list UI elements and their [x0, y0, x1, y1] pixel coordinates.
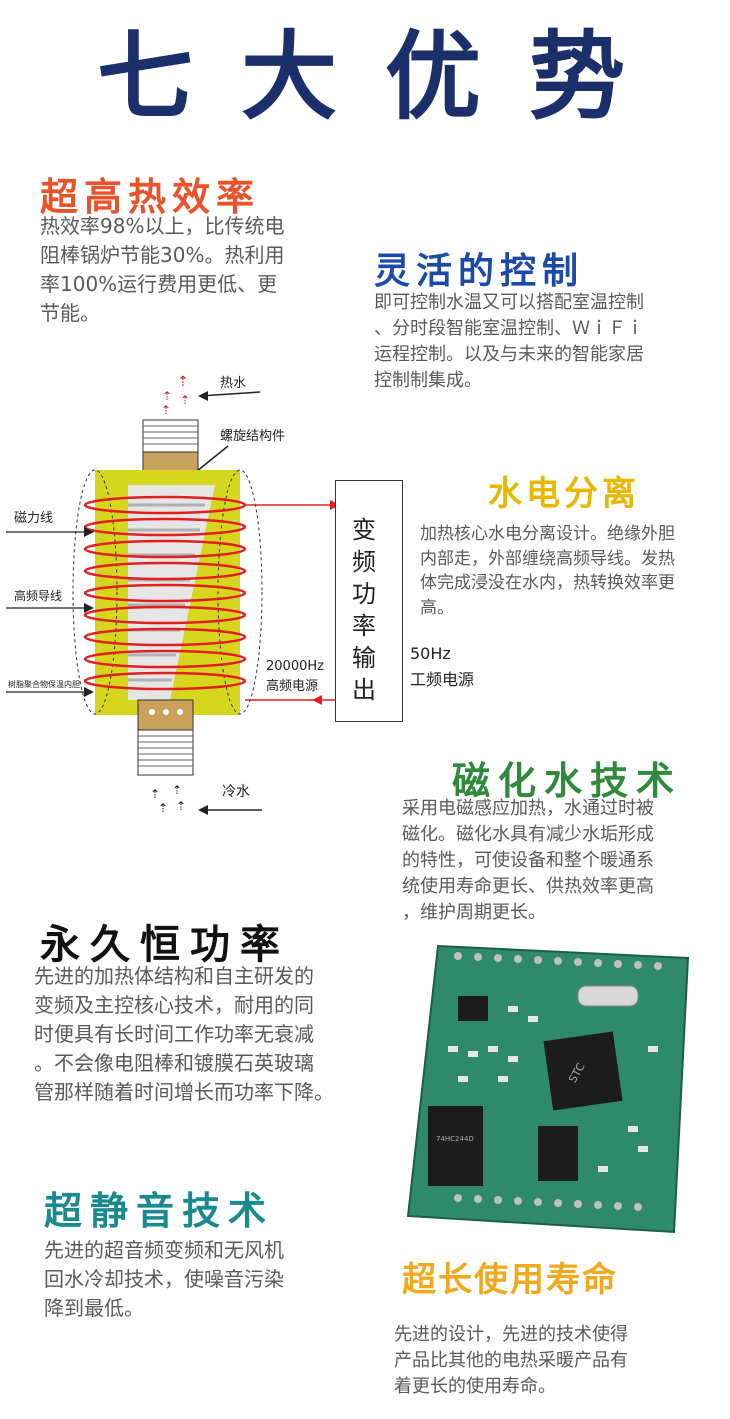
- hot-water-arrows: ⇡ ⇡ ⇡ ⇡: [161, 374, 190, 417]
- text-line: 控制制集成。: [374, 370, 482, 392]
- long-life-text: 先进的设计，先进的技术使得 产品比其他的电热采暖产品有 着更长的使用寿命。: [394, 1322, 694, 1400]
- water-separation-text: 加热核心水电分离设计。绝缘外胆 内部走，外部缠绕高频导线。发热 体完成浸没在水内…: [420, 522, 720, 621]
- heading-constant-power: 永久恒功率: [40, 922, 290, 968]
- left-chip: [428, 1106, 483, 1186]
- text-line: 的特性，可使设备和整个暖通系: [402, 850, 654, 872]
- bottom-fitting: [137, 729, 194, 776]
- top-fitting: [142, 419, 199, 453]
- inverter-box: [335, 480, 403, 722]
- text-line: 先进的超音频变频和无风机: [44, 1238, 284, 1262]
- silent-tech-text: 先进的超音频变频和无风机 回水冷却技术，使噪音污染 降到最低。: [44, 1236, 364, 1323]
- text-line: 先进的设计，先进的技术使得: [394, 1324, 628, 1345]
- text-line: 回水冷却技术，使噪音污染: [44, 1267, 284, 1291]
- text-line: 统使用寿命更长、供热效率更高: [402, 876, 654, 898]
- text-line: 时便具有长时间工作功率无衰减: [34, 1022, 314, 1046]
- label-hf-power: 高频电源: [266, 678, 318, 694]
- svg-text:⇡: ⇡: [177, 374, 189, 390]
- label-resin-liner: 树脂聚合物保温内胆: [8, 679, 80, 689]
- svg-text:⇡: ⇡: [176, 799, 186, 813]
- main-chip: [543, 1031, 623, 1111]
- heading-magnetized-water: 磁化水技术: [452, 759, 683, 803]
- crystal-oscillator: [577, 985, 639, 1007]
- text-line: 体完成浸没在水内，热转换效率更: [420, 573, 675, 594]
- label-hf-frequency: 20000Hz: [266, 659, 324, 674]
- flexible-control-text: 即可控制水温又可以搭配室温控制 、分时段智能室温控制、ＷｉＦｉ 运程控制。以及与…: [374, 290, 714, 394]
- induction-heater-diagram: ⇡ ⇡ ⇡ ⇡ 热水 螺旋结构件 磁力: [6, 374, 340, 815]
- svg-text:⇡: ⇡: [162, 389, 172, 403]
- main-title: 七大优势: [97, 21, 673, 133]
- cold-water-arrows: ⇡ ⇡ ⇡ ⇡: [150, 783, 186, 815]
- text-line: 加热核心水电分离设计。绝缘外胆: [420, 524, 675, 544]
- left-chip-label: 74HC244D: [436, 1135, 474, 1143]
- thermal-efficiency-text: 热效率98%以上，比传统电 阻棒锅炉节能30%。热利用 率100%运行费用更低、…: [40, 212, 340, 328]
- svg-text:⇡: ⇡: [172, 783, 182, 797]
- text-line: 阻棒锅炉节能30%。热利用: [40, 243, 285, 267]
- svg-text:⇡: ⇡: [150, 787, 160, 801]
- label-spiral-part: 螺旋结构件: [220, 429, 285, 444]
- svg-text:⇡: ⇡: [180, 393, 190, 407]
- bottom-flange: [137, 699, 194, 731]
- label-hf-wire: 高频导线: [14, 588, 62, 603]
- svg-text:⇡: ⇡: [161, 403, 171, 417]
- text-line: 磁化。磁化水具有减少水垢形成: [402, 824, 654, 846]
- magnetized-water-text: 采用电磁感应加热，水通过时被 磁化。磁化水具有减少水垢形成 的特性，可使设备和整…: [402, 796, 722, 926]
- label-cold-water: 冷水: [222, 784, 250, 800]
- text-line: 采用电磁感应加热，水通过时被: [402, 798, 654, 819]
- text-line: 运程控制。以及与未来的智能家居: [374, 344, 644, 366]
- text-line: 产品比其他的电热采暖产品有: [394, 1350, 628, 1372]
- text-line: 着更长的使用寿命。: [394, 1376, 556, 1398]
- heading-flexible-control: 灵活的控制: [374, 251, 585, 292]
- heading-thermal-efficiency: 超高热效率: [40, 175, 261, 219]
- heading-silent-tech: 超静音技术: [44, 1189, 275, 1233]
- hf-coil: [83, 495, 247, 691]
- svg-text:⇡: ⇡: [158, 801, 168, 815]
- text-line: 节能。: [40, 301, 100, 325]
- text-line: 高。: [420, 597, 454, 618]
- inverter-label: 变频功率输出: [352, 516, 376, 704]
- text-line: 变频及主控核心技术，耐用的同: [34, 993, 314, 1017]
- text-line: 降到最低。: [44, 1296, 144, 1320]
- heading-water-separation: 水电分离: [488, 474, 640, 514]
- label-hot-water: 热水: [220, 376, 246, 391]
- label-magnetic-lines: 磁力线: [14, 511, 53, 526]
- text-line: 热效率98%以上，比传统电: [40, 214, 285, 238]
- inner-spiral: [128, 485, 215, 700]
- text-line: 先进的加热体结构和自主研发的: [34, 964, 314, 988]
- constant-power-text: 先进的加热体结构和自主研发的 变频及主控核心技术，耐用的同 时便具有长时间工作功…: [34, 962, 394, 1107]
- heading-long-life: 超长使用寿命: [402, 1260, 618, 1300]
- text-line: ，维护周期更长。: [402, 902, 546, 924]
- label-lf-frequency: 50Hz: [410, 644, 451, 663]
- text-line: 内部走，外部缠绕高频导线。发热: [420, 548, 675, 569]
- text-line: 率100%运行费用更低、更: [40, 272, 278, 296]
- control-board-image: STC 74HC244D: [406, 944, 690, 1234]
- text-line: 。不会像电阻棒和镀膜石英玻璃: [34, 1051, 314, 1075]
- text-line: 管那样随着时间增长而功率下降。: [34, 1080, 334, 1104]
- label-lf-power: 工频电源: [410, 670, 475, 689]
- text-line: 即可控制水温又可以搭配室温控制: [374, 292, 644, 313]
- text-line: 、分时段智能室温控制、ＷｉＦｉ: [374, 318, 644, 340]
